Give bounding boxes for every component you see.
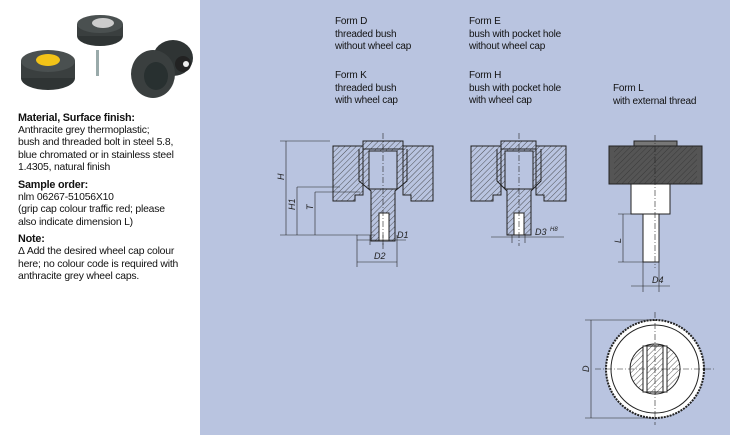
material-line: Anthracite grey thermoplastic; (18, 124, 150, 136)
dim-d2: D2 (374, 251, 386, 261)
dim-d3-tolerance: H8 (550, 227, 558, 233)
section-drawing-form-e-h (470, 133, 567, 246)
dim-d1: D1 (397, 230, 409, 240)
material-heading: Material, Surface finish: (18, 112, 135, 124)
dim-d3: D3 (535, 227, 547, 237)
section-drawing-form-d-k (332, 133, 434, 251)
note-heading: Note: (18, 233, 45, 246)
dim-l: L (613, 238, 623, 243)
sample-heading: Sample order: (18, 178, 88, 191)
sample-line: also indicate dimension L) (18, 216, 133, 228)
note-line: here; no colour code is required with (18, 258, 179, 270)
dim-d: D (581, 365, 591, 372)
dim-h: H (276, 173, 286, 180)
material-line: blue chromated or in stainless steel (18, 149, 174, 161)
dimension-lines-d (280, 140, 406, 267)
dim-t: T (305, 203, 315, 210)
drawings: H H1 T D1 D2 D3 H8 L D4 D (276, 133, 715, 425)
product-photo (21, 15, 193, 98)
note-line: Δ Add the desired wheel cap colour (18, 245, 175, 257)
dim-d4: D4 (652, 275, 664, 285)
product-info: Material, Surface finish: Anthracite gre… (0, 0, 200, 435)
material-line: 1.4305, natural finish (18, 162, 111, 174)
sample-line: nlm 06267-51056X10 (18, 191, 114, 203)
sample-line: (grip cap colour traffic red; please (18, 204, 165, 216)
side-view-form-l (608, 135, 703, 292)
material-line: bush and threaded bolt in steel 5.8, (18, 137, 174, 149)
dim-h1: H1 (287, 198, 297, 210)
top-view (585, 312, 715, 425)
note-line: anthracite grey wheel caps. (18, 271, 140, 283)
